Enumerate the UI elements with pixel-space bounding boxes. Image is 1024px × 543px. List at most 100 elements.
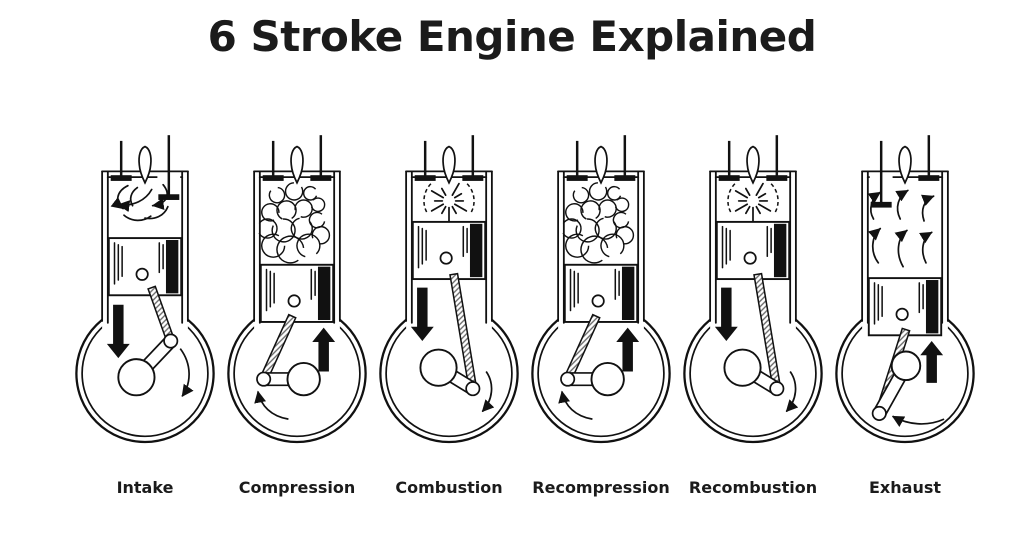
engine-diagram-recombustion — [683, 135, 823, 444]
crankshaft — [117, 333, 179, 397]
spark-burst — [727, 183, 779, 223]
crank-pin — [465, 381, 481, 397]
intake-valve-head — [918, 175, 940, 182]
compressed-mixture-cloud — [258, 182, 331, 264]
intake-swirl — [110, 184, 169, 222]
exhaust-valve-stem — [727, 141, 731, 177]
piston — [259, 264, 335, 324]
crank-pin — [871, 406, 887, 422]
piston-up-arrow — [616, 327, 640, 372]
counterclockwise-rotation-arrow — [254, 390, 289, 421]
crankshaft — [871, 350, 922, 422]
piston-up-arrow — [312, 327, 336, 372]
crankshaft — [256, 362, 321, 397]
wrist-pin — [591, 294, 605, 308]
wrist-pin — [439, 251, 453, 265]
spark-plug-icon — [746, 145, 760, 186]
engine-label: Intake — [116, 478, 174, 498]
engine-diagram-exhaust — [835, 135, 975, 444]
crank-journal — [117, 358, 156, 397]
intake-valve-stem — [319, 135, 323, 177]
intake-valve-head — [614, 175, 636, 182]
exhaust-valve-head — [110, 175, 132, 182]
valves — [110, 135, 181, 201]
exhaust-valve-head — [870, 202, 892, 208]
clockwise-rotation-arrow — [785, 371, 799, 413]
crank-journal — [890, 350, 922, 382]
intake-valve-stem — [623, 135, 627, 177]
crank-journal — [723, 348, 762, 388]
crankshaft — [560, 362, 625, 397]
crank-pin — [163, 333, 179, 349]
engine-label: Recompression — [532, 478, 670, 498]
stroke-column-intake: Intake — [69, 133, 221, 497]
crank-pin — [769, 381, 785, 397]
spark-plug-icon — [442, 145, 456, 186]
piston — [107, 237, 183, 297]
piston-up-arrow — [920, 341, 944, 384]
crank-journal — [590, 362, 625, 397]
engine-diagram-recompression — [531, 135, 671, 444]
spark-plug-icon — [290, 145, 304, 186]
wrist-pin — [895, 308, 909, 322]
intake-valve-stem — [167, 135, 171, 196]
engine-label: Exhaust — [869, 478, 941, 498]
intake-valve-head — [766, 175, 788, 182]
wrist-pin — [743, 251, 757, 265]
piston-down-arrow — [714, 287, 738, 342]
piston — [715, 221, 791, 281]
valves — [566, 135, 636, 182]
crank-pin — [256, 371, 272, 387]
crank-journal — [286, 362, 321, 397]
piston — [867, 277, 943, 337]
exhaust-valve-head — [718, 175, 740, 182]
exhaust-valve-stem — [423, 141, 427, 177]
crank-journal — [419, 348, 458, 388]
exhaust-flow — [867, 189, 935, 268]
counterclockwise-rotation-arrow — [891, 415, 945, 428]
stroke-column-recompression: Recompression — [525, 133, 677, 497]
stroke-column-combustion: Combustion — [373, 133, 525, 497]
cylinder-walls — [709, 170, 797, 325]
spark-plug-icon — [138, 145, 152, 186]
exhaust-valve-head — [566, 175, 588, 182]
exhaust-valve-stem — [575, 141, 579, 177]
piston-down-arrow — [410, 287, 434, 342]
valves — [869, 135, 940, 208]
valves — [718, 135, 788, 182]
stroke-column-compression: Compression — [221, 133, 373, 497]
piston — [411, 221, 487, 281]
exhaust-valve-stem — [879, 141, 883, 204]
compressed-mixture-cloud — [562, 182, 635, 264]
clockwise-rotation-arrow — [481, 371, 495, 413]
clockwise-rotation-arrow — [179, 348, 194, 398]
exhaust-valve-stem — [271, 141, 275, 177]
intake-valve-stem — [927, 135, 931, 177]
engine-diagram-compression — [227, 135, 367, 444]
valves — [414, 135, 484, 182]
engine-label: Recombustion — [688, 478, 818, 498]
spark-burst — [423, 183, 475, 223]
valves — [262, 135, 332, 182]
wrist-pin — [135, 268, 149, 282]
intake-valve-head — [158, 194, 180, 201]
stroke-column-exhaust: Exhaust — [829, 133, 981, 497]
intake-valve-head — [310, 175, 332, 182]
exhaust-valve-stem — [119, 141, 123, 177]
crankcase — [75, 171, 215, 444]
intake-valve-stem — [471, 135, 475, 177]
wrist-pin — [287, 294, 301, 308]
engine-label: Compression — [238, 478, 356, 498]
piston-down-arrow — [106, 305, 130, 359]
intake-valve-stem — [775, 135, 779, 177]
stroke-column-recombustion: Recombustion — [677, 133, 829, 497]
page-title: 6 Stroke Engine Explained — [207, 12, 817, 61]
crankshaft — [723, 348, 785, 397]
exhaust-valve-head — [414, 175, 436, 182]
spark-plug-icon — [594, 145, 608, 186]
engine-diagram-combustion — [379, 135, 519, 444]
spark-plug-icon — [898, 145, 912, 186]
intake-valve-head — [462, 175, 484, 182]
piston — [563, 264, 639, 324]
